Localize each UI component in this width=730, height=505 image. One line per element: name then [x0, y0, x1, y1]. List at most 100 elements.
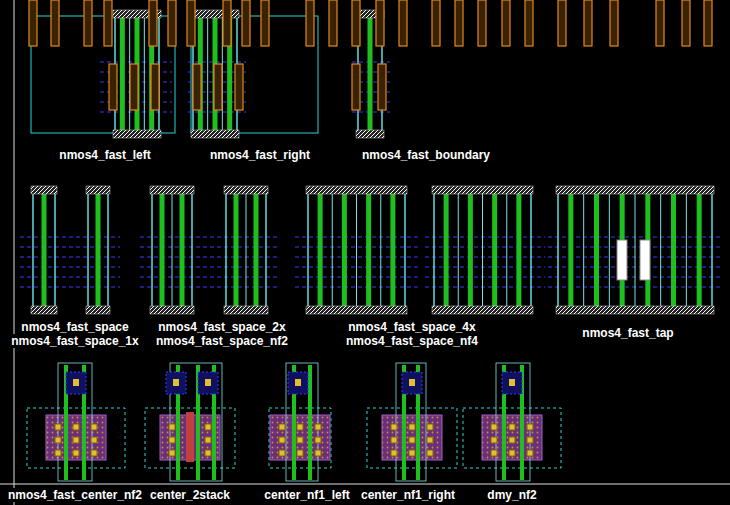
contact — [168, 0, 176, 46]
diff-edge — [686, 190, 687, 310]
cell-name: nmos4_fast_space_2x — [157, 320, 286, 334]
contact — [130, 64, 138, 110]
contact — [193, 64, 201, 110]
poly-stripe — [42, 190, 47, 310]
contact — [427, 450, 433, 456]
metal-dash — [425, 247, 545, 248]
metal-dash — [20, 257, 120, 258]
poly-stripe — [697, 190, 702, 310]
hatch-box — [191, 130, 239, 138]
contact — [55, 424, 61, 430]
contact — [109, 64, 117, 110]
contact — [151, 64, 159, 110]
contact — [297, 424, 303, 430]
cell-frame — [286, 363, 318, 481]
metal-dash — [20, 277, 120, 278]
metal-dash — [295, 247, 420, 248]
hatch-box — [356, 130, 384, 138]
contact — [427, 424, 433, 430]
via-core — [295, 379, 301, 386]
tap-marker — [640, 240, 650, 280]
cell-outline — [463, 408, 561, 468]
diff-edge — [405, 190, 406, 310]
cell-name: center_nf1_right — [360, 488, 456, 502]
contact — [315, 450, 321, 456]
cell-outline — [88, 190, 108, 310]
contact — [235, 64, 243, 110]
contact — [491, 450, 497, 456]
hatch-box — [306, 186, 407, 194]
contact — [297, 437, 303, 443]
metal-dash — [20, 287, 120, 288]
poly-stripe — [318, 190, 323, 310]
cell-outline — [33, 190, 55, 310]
poly-stripe — [180, 190, 185, 310]
contact — [491, 424, 497, 430]
poly-stripe — [160, 190, 165, 310]
stack-gate — [186, 412, 194, 462]
contact — [205, 424, 211, 430]
cell-name: nmos4_fast_space_nf2 — [155, 334, 289, 348]
metal-dash — [295, 237, 420, 238]
diff-edge — [55, 190, 56, 310]
diff-edge — [380, 190, 381, 310]
metal-dash — [20, 237, 120, 238]
contact — [656, 0, 664, 46]
cell-name: center_2stack — [149, 488, 231, 502]
metal-dash — [295, 277, 420, 278]
poly-stripe — [671, 190, 676, 310]
axis-line — [14, 0, 15, 505]
contact — [491, 437, 497, 443]
diff-edge — [609, 190, 610, 310]
contact — [432, 0, 440, 46]
metal-stripe — [308, 365, 312, 480]
metal-dash — [295, 257, 420, 258]
diff-edge — [246, 190, 247, 310]
cell-outline — [367, 408, 457, 468]
contact — [399, 0, 407, 46]
diff-edge — [583, 190, 584, 310]
axis-line — [0, 484, 730, 485]
diff-edge — [660, 190, 661, 310]
diffusion — [482, 415, 542, 460]
contact — [409, 450, 415, 456]
contact — [169, 437, 175, 443]
hatch-box — [86, 186, 110, 194]
contact — [391, 437, 397, 443]
cell-name: nmos4_fast_left — [58, 148, 151, 162]
contact — [682, 0, 690, 46]
hatch-box — [556, 306, 714, 314]
contact — [73, 450, 79, 456]
contact — [525, 0, 533, 46]
hatch-box — [31, 306, 57, 314]
diffusion — [46, 415, 106, 460]
contact — [205, 437, 211, 443]
diff-edge — [88, 190, 89, 310]
cell-outline — [308, 190, 405, 310]
diff-edge — [207, 14, 208, 134]
contact — [378, 64, 386, 110]
poly-stripe — [96, 190, 101, 310]
cell-outline — [434, 190, 531, 310]
poly-stripe — [254, 190, 259, 310]
contact — [502, 0, 510, 46]
diff-edge — [266, 190, 267, 310]
contact — [391, 424, 397, 430]
contact — [104, 0, 112, 46]
contact — [704, 0, 712, 46]
hatch-box — [224, 186, 268, 194]
hatch-box — [150, 186, 194, 194]
hatch-box — [306, 306, 407, 314]
poly-stripe — [516, 190, 521, 310]
metal-dash — [295, 287, 420, 288]
diff-edge — [356, 190, 357, 310]
metal-dash — [425, 237, 545, 238]
contact — [391, 450, 397, 456]
contact — [187, 0, 195, 46]
contact — [509, 424, 515, 430]
metal-dash — [295, 267, 420, 268]
contact — [242, 0, 250, 46]
diff-edge — [458, 190, 459, 310]
poly-stripe — [568, 190, 573, 310]
diff-edge — [332, 190, 333, 310]
